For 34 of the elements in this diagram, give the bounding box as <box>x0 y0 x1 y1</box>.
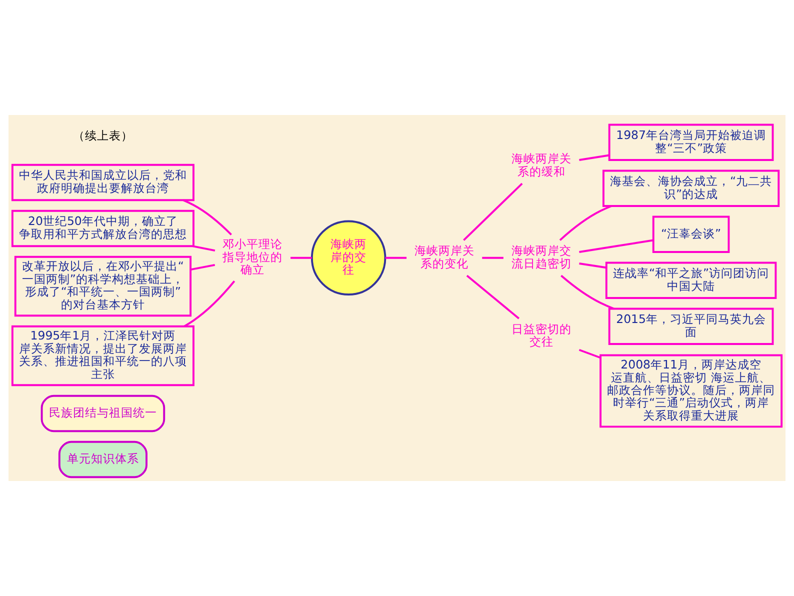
node-box: 2008年11月，两岸达成空运直航、日益密切 海运上航、邮政合作等协议。随后，两岸同时举行“三通”启动仪式，两岸关系取得重大进展 <box>600 354 783 428</box>
connector <box>385 256 407 259</box>
connector <box>192 245 216 252</box>
node-box: 20世纪50年代中期，确立了争取用和平方式解放台湾的思想 <box>11 210 194 248</box>
connector <box>482 256 504 259</box>
connector <box>579 154 610 161</box>
connector <box>559 205 612 241</box>
connector <box>579 262 606 269</box>
connector <box>578 348 601 359</box>
node-text: 日益密切的交往 <box>511 322 572 349</box>
node-text: 海峡两岸交流日趋密切 <box>511 244 572 270</box>
node-text: 海峡两岸关系的缓和 <box>511 152 572 178</box>
node-box: 2015年，习近平同马英九会面 <box>608 308 774 345</box>
node-text: 邓小平理论指导地位的确立 <box>222 237 283 277</box>
connector <box>560 274 614 310</box>
connector <box>579 239 654 253</box>
node-box: 中华人民共和国成立以后，党和政府明确提出要解放台湾 <box>11 164 194 202</box>
node-box: 1987年台湾当局开始被迫调整“三不”政策 <box>608 124 774 161</box>
connector <box>463 182 523 241</box>
node-text: 海峡两岸关系的变化 <box>414 244 474 270</box>
connector <box>182 199 232 236</box>
node-box: 1995年1月，江泽民针对两岸关系新情况，提出了发展两岸关系、推进祖国和平统一的八项主张 <box>11 325 194 386</box>
connector <box>190 264 216 271</box>
connector <box>466 274 520 320</box>
connector <box>290 256 312 259</box>
node-box: 海基会、海协会成立，“九二共识”的达成 <box>602 170 780 207</box>
node-circle: 海峡两岸的交往 <box>310 220 386 296</box>
node-box: “汪辜会谈” <box>652 216 730 253</box>
node-box: 连战率“和平之旅”访问团访问中国大陆 <box>605 262 777 299</box>
connector <box>184 280 236 328</box>
node-box: 民族团结与祖国统一 <box>40 394 166 432</box>
label: （续上表） <box>72 128 133 143</box>
node-box: 改革开放以后，在邓小平提出“一国两制”的科学构想基础上，形成了“和平统一、一国两制”的对台基本方针 <box>14 256 192 317</box>
node-box: 单元知识体系 <box>58 440 148 478</box>
